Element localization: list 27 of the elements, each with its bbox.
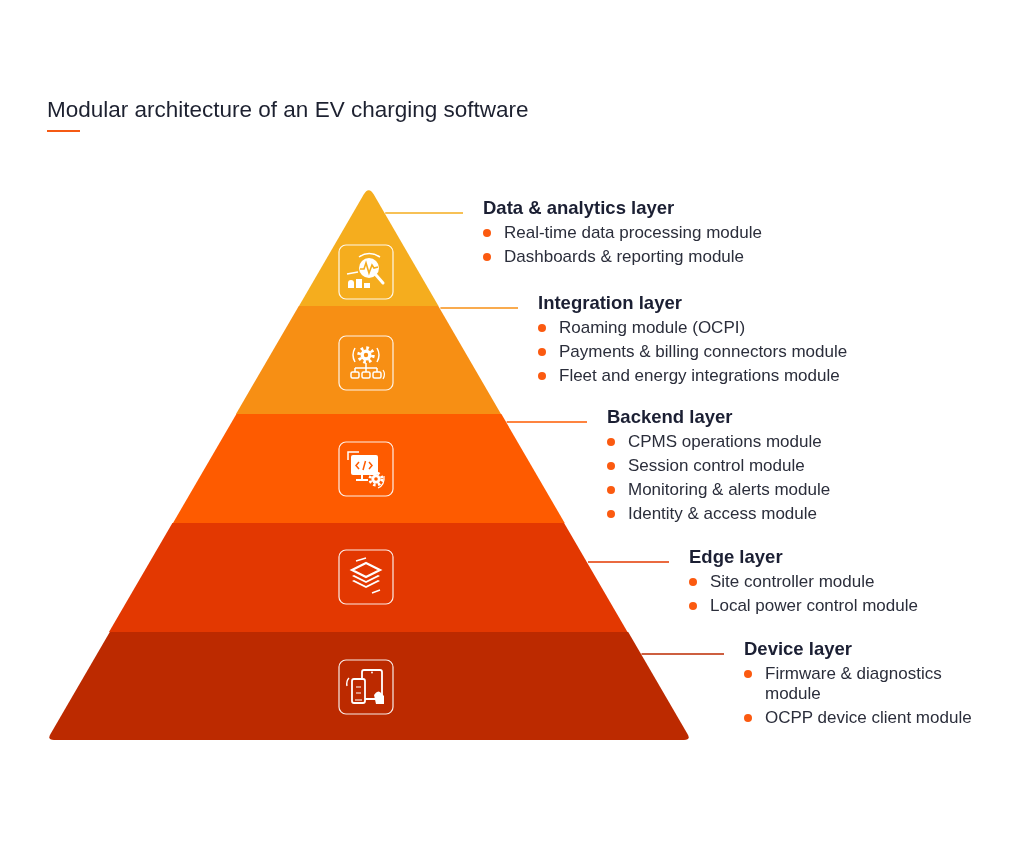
leader-line: [640, 653, 725, 655]
module-list-item: Local power control module: [710, 596, 918, 616]
module-list-item: Session control module: [628, 456, 805, 476]
module-list-item: Monitoring & alerts module: [628, 480, 831, 500]
module-list-item: Firmware & diagnostics module: [765, 664, 943, 704]
pyramid-tier: [109, 523, 628, 632]
module-list-item: Site controller module: [710, 572, 875, 592]
module-list-item: Payments & billing connectors module: [559, 342, 848, 362]
layer-heading: Data & analytics layer: [483, 196, 676, 220]
module-list-item: Roaming module (OCPI): [559, 318, 746, 338]
leader-line: [587, 561, 670, 563]
pyramid-tier: [235, 306, 501, 414]
module-list-item: Real-time data processing module: [504, 223, 762, 243]
diagram-title: Modular architecture of an EV charging software: [47, 96, 529, 123]
layer-heading: Device layer: [744, 637, 853, 661]
leader-line: [505, 421, 588, 423]
layer-heading: Edge layer: [689, 545, 784, 569]
layer-heading: Integration layer: [538, 291, 683, 315]
module-list-item: OCPP device client module: [765, 708, 972, 728]
layer-heading: Backend layer: [607, 405, 734, 429]
module-list-item: Dashboards & reporting module: [504, 247, 745, 267]
pyramid-tier: [46, 632, 691, 740]
module-list-item: CPMS operations module: [628, 432, 822, 452]
leader-line: [439, 307, 519, 309]
module-list-item: Identity & access module: [628, 504, 817, 524]
pyramid-tier: [172, 414, 565, 523]
module-list-item: Fleet and energy integrations module: [559, 366, 840, 386]
